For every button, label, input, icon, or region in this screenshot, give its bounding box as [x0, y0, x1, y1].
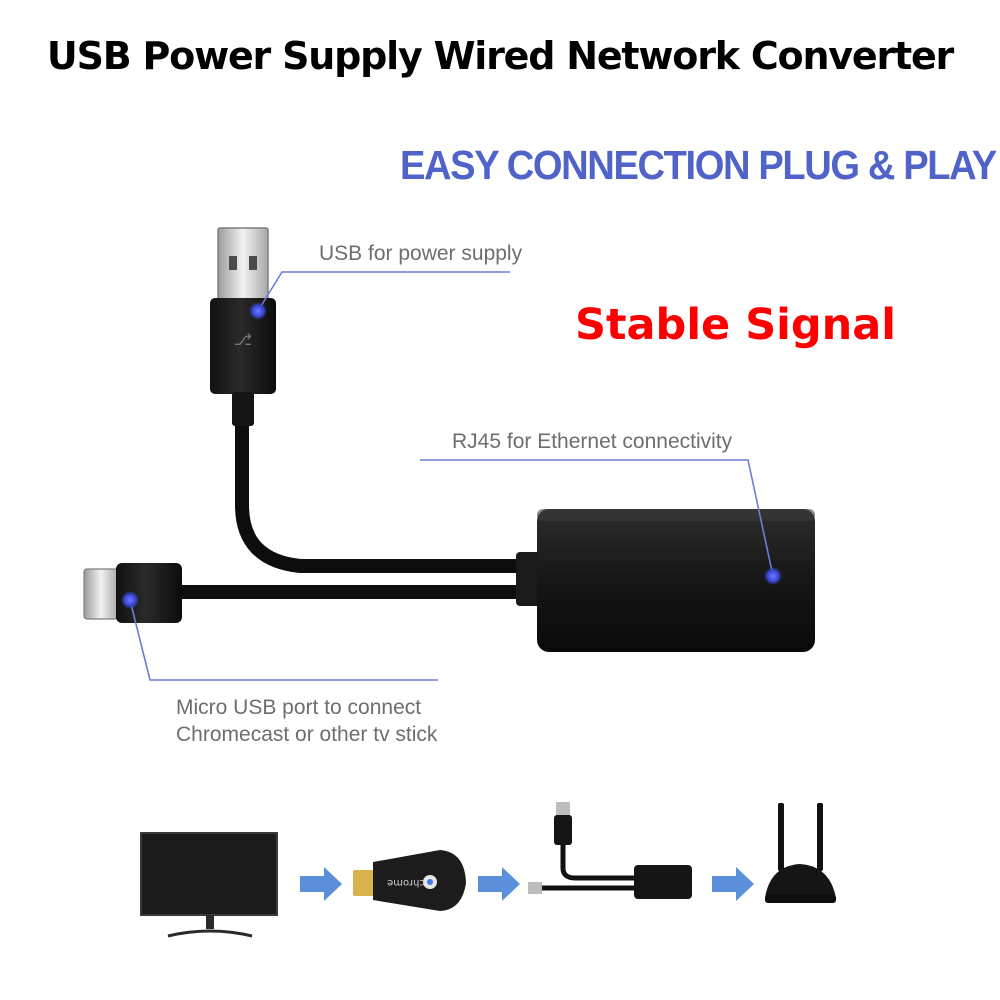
callout-usb-power: USB for power supply [319, 242, 523, 265]
dongle-label: chrome [387, 877, 425, 888]
callout-line-usb [257, 271, 510, 312]
arrow-right-icon [478, 867, 520, 901]
micro-usb-plug [83, 563, 182, 623]
stable-signal-highlight: Stable Signal [575, 300, 897, 350]
callout-micro-line2: Chromecast or other tv stick [176, 723, 438, 746]
callout-micro-usb: Micro USB port to connect Chromecast or … [176, 694, 437, 748]
callout-dot-usb [249, 302, 267, 320]
callout-micro-line1: Micro USB port to connect [176, 696, 422, 719]
callout-line-micro [129, 599, 438, 681]
arrow-right-icon [712, 867, 754, 901]
arrow-right-icon [300, 867, 342, 901]
callout-dot-rj45 [764, 567, 782, 585]
svg-text:⎇: ⎇ [234, 330, 252, 349]
usb-cable [235, 388, 532, 573]
page-title: USB Power Supply Wired Network Converter [46, 34, 954, 78]
tv-icon [140, 832, 278, 938]
callout-dot-micro [121, 591, 139, 609]
callout-line-rj45 [420, 459, 774, 577]
adapter-icon [528, 802, 692, 899]
tagline: EASY CONNECTION PLUG & PLAY [400, 142, 997, 188]
chromecast-dongle-icon [353, 850, 466, 911]
router-icon [765, 803, 836, 903]
rj45-adapter [516, 509, 815, 652]
usb-a-plug: ⎇ [210, 227, 276, 426]
callout-rj45: RJ45 for Ethernet connectivity [452, 430, 733, 453]
